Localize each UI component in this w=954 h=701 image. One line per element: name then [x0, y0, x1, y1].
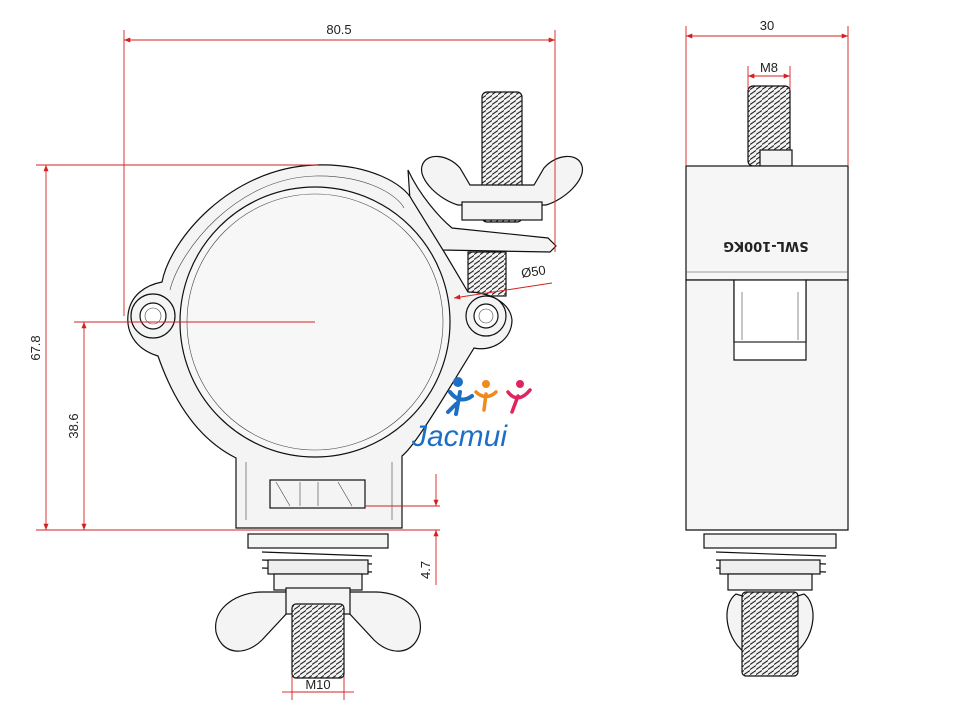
dim-tube-diameter: Ø50	[520, 262, 546, 280]
dim-bolt-bottom: M10	[305, 677, 330, 692]
swl-marking: SWL-100KG	[723, 238, 808, 253]
side-bottom-bolt	[741, 591, 799, 677]
top-wing-nut	[421, 155, 583, 206]
side-upper-block	[685, 165, 849, 281]
bottom-spring	[261, 551, 373, 591]
brand-logo: Jacmui	[411, 377, 532, 453]
bottom-bolt-thread	[291, 603, 345, 679]
bottom-nut-block	[269, 479, 366, 509]
top-bolt-lower-thread	[467, 251, 507, 297]
dim-overall-height: 67.8	[28, 335, 43, 360]
top-wing-nut-base	[461, 201, 543, 221]
dim-side-width: 30	[760, 18, 774, 33]
front-view	[127, 91, 583, 679]
dim-bolt-top: M8	[760, 60, 778, 75]
front-dimensions	[36, 30, 556, 700]
side-dimensions	[685, 26, 849, 166]
brand-figures-icon	[446, 377, 532, 416]
dim-bottom-gap: 4.7	[418, 561, 433, 579]
dim-overall-width: 80.5	[326, 22, 351, 37]
brand-logo-text: Jacmui	[411, 420, 508, 453]
dim-center-height: 38.6	[66, 413, 81, 438]
side-spring	[715, 551, 827, 591]
side-washer	[703, 533, 837, 549]
bottom-wing-nut	[215, 591, 421, 652]
bottom-washer	[247, 533, 389, 549]
side-view	[685, 85, 849, 677]
